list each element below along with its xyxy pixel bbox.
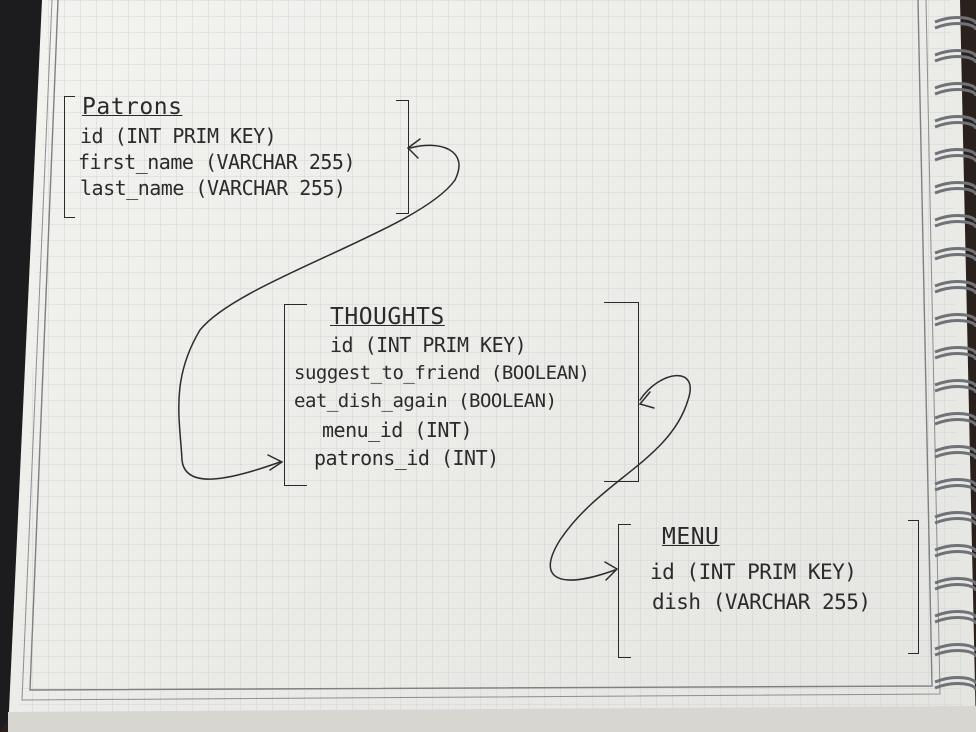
spiral-ring <box>934 577 976 592</box>
arrowhead-thoughts <box>267 454 284 471</box>
thoughts-bracket-left <box>284 304 307 486</box>
spiral-ring <box>934 379 976 394</box>
spiral-ring <box>934 115 976 130</box>
page-border-inner <box>29 0 933 691</box>
patrons-field-last-name: last_name (VARCHAR 255) <box>80 176 346 200</box>
menu-field-dish: dish (VARCHAR 255) <box>652 590 871 614</box>
spiral-ring <box>934 280 976 295</box>
spiral-ring <box>934 346 976 361</box>
spiral-ring <box>934 412 976 427</box>
thoughts-field-eat-again: eat_dish_again (BOOLEAN) <box>294 390 557 412</box>
spiral-ring <box>934 313 976 328</box>
menu-title: MENU <box>662 524 720 550</box>
arrowhead-menu <box>604 561 619 581</box>
thoughts-field-patrons-id: patrons_id (INT) <box>314 446 499 470</box>
menu-field-id: id (INT PRIM KEY) <box>650 560 857 584</box>
spiral-ring <box>934 676 976 691</box>
patrons-field-first-name: first_name (VARCHAR 255) <box>78 150 355 174</box>
thoughts-title: THOUGHTS <box>330 304 445 330</box>
patrons-bracket-right <box>396 100 409 214</box>
patrons-bracket-left <box>64 96 75 218</box>
spiral-ring <box>934 49 976 64</box>
spiral-ring <box>934 247 976 262</box>
spiral-ring <box>934 82 976 97</box>
arrow-thoughts-menu <box>549 374 691 581</box>
spiral-ring <box>934 181 976 196</box>
arrowhead-thoughts-right <box>638 391 655 409</box>
spiral-binding <box>934 16 976 691</box>
spiral-ring <box>934 511 976 526</box>
thoughts-field-menu-id: menu_id (INT) <box>322 418 473 442</box>
arrow-patrons-thoughts <box>178 144 460 480</box>
spiral-ring <box>934 16 976 31</box>
spiral-ring <box>934 544 976 559</box>
spiral-ring <box>934 214 976 229</box>
page-border-outer <box>21 0 941 701</box>
thoughts-field-id: id (INT PRIM KEY) <box>330 333 527 357</box>
menu-bracket-right <box>908 520 919 654</box>
patrons-field-id: id (INT PRIM KEY) <box>80 124 277 148</box>
patrons-title: Patrons <box>82 94 183 120</box>
spiral-ring <box>934 610 976 625</box>
thoughts-bracket-right <box>604 302 639 482</box>
thoughts-field-suggest: suggest_to_friend (BOOLEAN) <box>294 362 590 384</box>
spiral-ring <box>934 445 976 460</box>
menu-bracket-left <box>618 524 631 658</box>
spiral-ring <box>934 148 976 163</box>
paper-edge <box>8 706 976 732</box>
spiral-ring <box>934 643 976 658</box>
paper-grid <box>18 0 962 712</box>
spiral-ring <box>934 478 976 493</box>
